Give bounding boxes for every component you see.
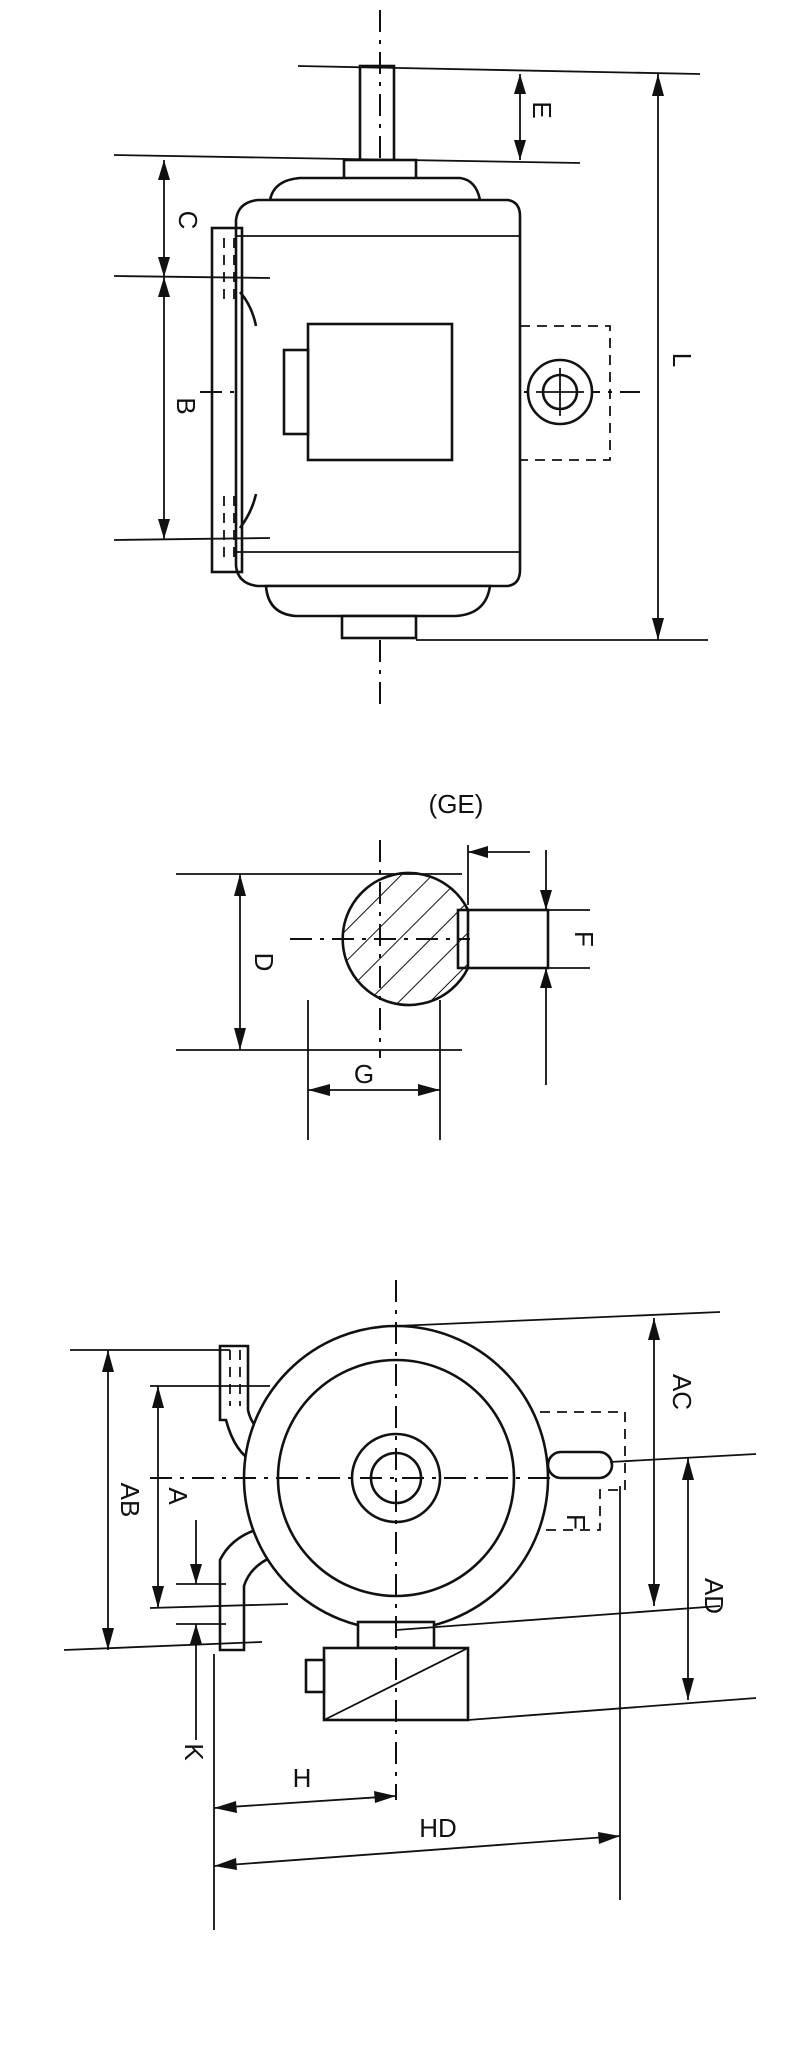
dim-arrow [308, 1084, 330, 1096]
rear-bearing-cap [340, 614, 418, 640]
dim-arrow [468, 846, 488, 858]
dim-label-ac: AC [667, 1374, 697, 1410]
extension-line [149, 1603, 289, 1609]
dim-arrow [514, 140, 526, 160]
lifting-lug [546, 1450, 614, 1480]
rear-end-shield [264, 584, 492, 618]
dim-arrow [648, 1318, 660, 1340]
motor-end-view: AB A K AC AD F H HD [63, 1280, 757, 1930]
dim-arrow [158, 257, 170, 277]
extension-line [395, 1311, 721, 1327]
dim-arrow [158, 277, 170, 297]
dim-label-l: L [667, 353, 697, 367]
shaft-cross-section: D G (GE) F [176, 789, 599, 1140]
dim-arrow [158, 160, 170, 180]
dim-arrow [102, 1350, 114, 1372]
extension-line [297, 65, 701, 75]
dim-label-d: D [249, 953, 279, 972]
dim-h-line [213, 1795, 397, 1809]
dim-arrow [648, 1584, 660, 1606]
dim-arrow [152, 1386, 164, 1408]
extension-line [63, 1641, 263, 1651]
foot-fillet [238, 493, 258, 529]
dim-arrow [102, 1628, 114, 1650]
terminal-box [306, 322, 454, 462]
dim-arrow [374, 1791, 396, 1803]
dim-label-k: K [179, 1743, 209, 1761]
dim-arrow [540, 890, 552, 910]
lifting-eye-hidden-outline [520, 325, 611, 461]
lifting-lug-hidden-outline [540, 1411, 626, 1531]
dim-arrow [190, 1624, 202, 1644]
extension-line [609, 1453, 757, 1463]
dim-arrow [158, 519, 170, 539]
dim-label-ab: AB [115, 1483, 145, 1518]
dim-label-c: C [173, 211, 203, 230]
key [456, 908, 550, 970]
motor-top-view: E C B L [113, 10, 708, 705]
dim-label-g: G [354, 1059, 374, 1089]
lug-label-f: F [561, 1514, 591, 1530]
dim-label-e: E [527, 101, 557, 118]
extension-line [113, 537, 271, 541]
dim-arrow [214, 1858, 237, 1870]
dim-arrow [418, 1084, 440, 1096]
dim-arrow [652, 74, 664, 96]
extension-line [467, 1697, 757, 1721]
front-end-shield [268, 176, 482, 202]
dim-arrow [682, 1458, 694, 1480]
dim-arrow [540, 968, 552, 988]
dim-hd-line [213, 1835, 621, 1867]
terminal-box-diagonal [323, 1647, 469, 1721]
terminal-box-side [282, 348, 310, 436]
foot-fillet [239, 291, 258, 327]
dim-label-ad: AD [699, 1578, 729, 1614]
dim-label-h: H [293, 1763, 312, 1793]
dim-arrow [190, 1564, 202, 1584]
dim-arrow [152, 1586, 164, 1608]
dim-arrow [214, 1801, 237, 1813]
terminal-box-gland [304, 1658, 326, 1694]
dim-arrow [234, 1028, 246, 1050]
dim-arrow [682, 1678, 694, 1700]
dim-arrow [652, 618, 664, 640]
shaft-section-outline [341, 871, 470, 1007]
extension-line [113, 275, 271, 279]
dim-label-ge: (GE) [429, 789, 484, 819]
dim-label-hd: HD [419, 1813, 457, 1843]
dim-arrow [234, 874, 246, 896]
mounting-feet [210, 226, 244, 574]
dim-label-b: B [171, 397, 201, 414]
dim-arrow [514, 74, 526, 94]
dim-label-f: F [569, 931, 599, 947]
dim-arrow [598, 1832, 620, 1844]
extension-line [113, 154, 581, 164]
dim-label-a: A [163, 1487, 193, 1505]
extension-line [395, 1605, 721, 1631]
shaft [358, 64, 396, 164]
